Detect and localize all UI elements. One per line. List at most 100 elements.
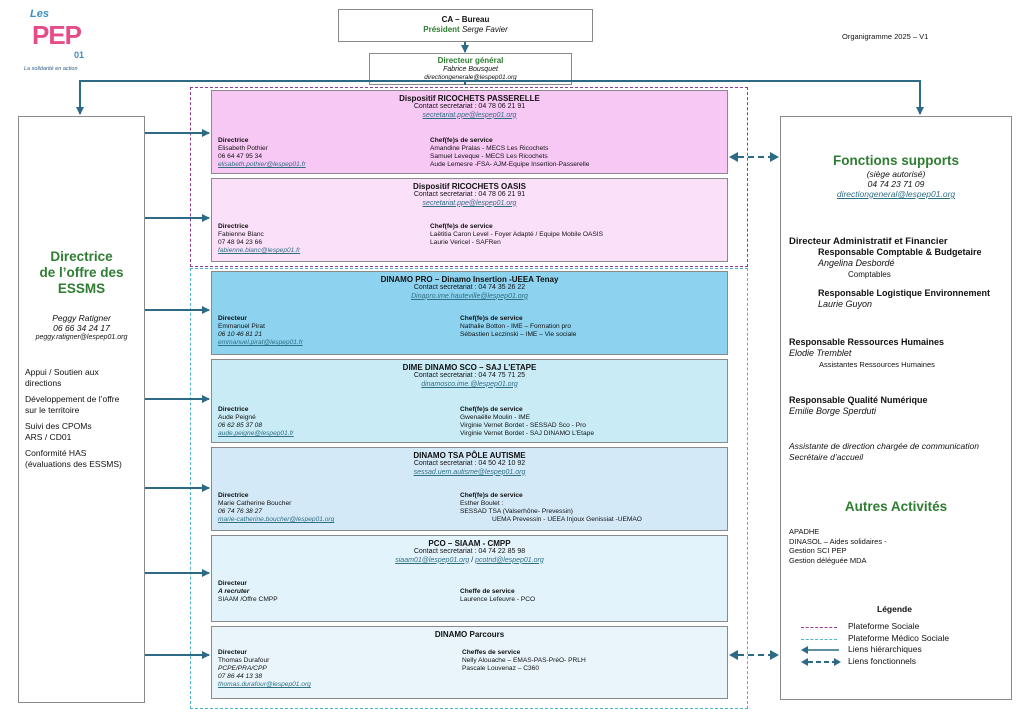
unit-email[interactable]: secretariat.ppe@lespep01.org: [422, 199, 517, 207]
director-label: Directeur: [218, 315, 247, 322]
unit-ricochets-passerelle: Dispositif RICOCHETS PASSERELLE Contact …: [211, 90, 728, 174]
activity-item: DINASOL – Aides solidaires -: [789, 536, 887, 546]
director-label: Directrice: [218, 137, 249, 144]
director-email[interactable]: emmanuel.pirat@lespep01.fr: [218, 339, 303, 346]
unit-dinamo-pro: DINAMO PRO – Dinamo Insertion -UEEA Tena…: [211, 271, 728, 355]
supports-subtitle: (siège autorisé): [866, 169, 926, 179]
unit-title: DINAMO TSA PÔLE AUTISME: [413, 451, 526, 460]
unit-dinamo-tsa: DINAMO TSA PÔLE AUTISME Contact secretar…: [211, 447, 728, 531]
chef-line: UEMA Prevessin - UEEA Injoux Genissiat -…: [492, 516, 642, 523]
rrh-title: Responsable Ressources Humaines: [789, 337, 945, 347]
logo-text-num: 01: [74, 50, 85, 60]
chef-line: Virginie Vernet Bordet - SAJ DINAMO L’Et…: [460, 430, 595, 437]
rrh-sub: Assistantes Ressources Humaines: [819, 360, 935, 369]
unit-contact: Contact secretariat : 04 50 42 10 92: [413, 460, 526, 467]
ca-title: CA – Bureau: [441, 15, 490, 24]
director-email[interactable]: aude.peigne@lespep01.fr: [218, 430, 294, 437]
rcb-title: Responsable Comptable & Budgetaire: [818, 247, 982, 257]
rqn-name: Emilie Borge Sperduti: [789, 406, 877, 416]
legend-label: Plateforme Sociale: [848, 621, 920, 631]
chef-line: Virginie Vernet Bordet - SESSAD Sco - Pr…: [460, 422, 586, 429]
unit-contact: Contact secretariat : 04 74 75 71 25: [413, 372, 526, 379]
arrowhead-functional: [770, 152, 779, 162]
rqn-title: Responsable Qualité Numérique: [789, 395, 928, 405]
essms-director-email: peggy.ratigner@lespep01.org: [35, 334, 128, 341]
legend-item-sociale: Plateforme Sociale: [801, 621, 949, 633]
director-line: Thomas Durafour: [218, 657, 270, 664]
activity-item: Gestion déléguée MDA: [789, 555, 867, 565]
chef-line: Aude Lemesre -FSA- AJM-Equipe Insertion-…: [430, 161, 590, 168]
director-label: Directrice: [218, 223, 249, 230]
unit-email[interactable]: dinamosco.ime.@lespep01.org: [421, 380, 518, 388]
supports-email[interactable]: directiongeneral@lespep01.org: [836, 189, 956, 199]
director-line: Marie Catherine Boucher: [218, 500, 292, 507]
unit-contact: Contact secretariat : 04 78 06 21 91: [413, 103, 526, 110]
essms-title-2: de l’offre des: [39, 265, 124, 280]
chef-line: Pascale Louvenaz – C360: [462, 665, 539, 672]
autres-activites-title: Autres Activités: [844, 499, 948, 514]
logo: Les PEP 01 La solidarité en action: [24, 8, 94, 76]
unit-title: DINAMO Parcours: [434, 630, 505, 639]
chef-label: Cheffes de service: [462, 649, 521, 656]
director-email[interactable]: marie-catherine.boucher@lespep01.org: [218, 516, 335, 523]
dg-name: Fabrice Bousquet: [443, 65, 498, 73]
director-line: Fabienne Blanc: [218, 231, 264, 238]
email-separator: /: [469, 556, 476, 564]
assistant-line: Secrétaire d’accueil: [789, 452, 864, 462]
essms-title-1: Directrice: [50, 249, 113, 264]
chef-label: Chef(fe)s de service: [460, 315, 523, 322]
director-line: SIAAM /Offre CMPP: [218, 596, 278, 603]
supports-title: Fonctions supports: [833, 153, 959, 168]
director-line: 06 74 76 38 27: [218, 508, 262, 515]
chef-line: Laurie Vericel - SAFRen: [430, 239, 501, 246]
dg-box: Directeur général Fabrice Bousquet direc…: [369, 53, 572, 85]
chef-label: Chef(fe)s de service: [460, 406, 523, 413]
chef-line: Laurence Lefeuvre - PCO: [460, 596, 536, 603]
director-line: A recruter: [218, 588, 250, 595]
supports-phone: 04 74 23 71 09: [867, 179, 925, 189]
dg-email: directiongenerale@lespep01.org: [424, 74, 517, 82]
rle-title: Responsable Logistique Environnement: [818, 288, 991, 298]
assistant-line: Assistante de direction chargée de commu…: [789, 441, 979, 451]
director-line: 06 10 46 81 21: [218, 331, 262, 338]
chef-line: Nathalie Botton - IME – Formation pro: [460, 323, 572, 330]
essms-director-box: Directrice de l’offre des ESSMS Peggy Ra…: [18, 116, 145, 703]
ca-box: CA – Bureau Président Serge Favier: [338, 9, 593, 42]
legend-swatch-sociale: [801, 627, 837, 628]
legend-item-medico: Plateforme Médico Sociale: [801, 633, 949, 645]
legend-item-fonctionnel: Liens fonctionnels: [801, 656, 949, 668]
fonctions-supports-box: Fonctions supports (siège autorisé) 04 7…: [780, 116, 1012, 700]
legend-label: Plateforme Médico Sociale: [848, 632, 950, 643]
unit-email[interactable]: siaam01@lespep01.org: [395, 556, 470, 564]
document-label: Organigramme 2025 – V1: [842, 32, 929, 41]
chef-label: Chef(fe)s de service: [460, 492, 523, 499]
legend-item-hierarchique: Liens hiérarchiques: [801, 644, 949, 656]
unit-contact: Contact secretariat : 04 74 22 85 98: [413, 548, 526, 555]
chef-label: Cheffe de service: [460, 588, 515, 595]
legend-label: Liens hiérarchiques: [848, 644, 922, 654]
unit-email[interactable]: secretariat.ppe@lespep01.org: [422, 111, 517, 119]
director-email[interactable]: elisabeth.pothier@lespep01.fr: [218, 161, 306, 168]
chef-line: Esther Boulet :: [460, 500, 504, 507]
legend-swatch-medico: [801, 638, 837, 640]
chef-label: Chef(fe)s de service: [430, 137, 493, 144]
essms-director-name: Peggy Ratigner: [52, 313, 111, 323]
director-line: Elisabeth Pothier: [218, 145, 268, 152]
logo-tagline: La solidarité en action: [24, 66, 78, 72]
director-label: Directrice: [218, 492, 249, 499]
director-label: Directeur: [218, 580, 247, 587]
unit-email-2[interactable]: pcotnd@lespep01.org: [475, 556, 544, 564]
unit-email[interactable]: Dinapro.ime.hauteville@lespep01.org: [411, 292, 528, 300]
unit-email[interactable]: sessad.uem.autisme@lespep01.org: [413, 468, 526, 476]
director-line: 06 64 47 95 34: [218, 153, 262, 160]
unit-title: Dispositif RICOCHETS OASIS: [413, 182, 526, 191]
unit-dime-dinamo-sco: DIME DINAMO SCO – SAJ L’ETAPE Contact se…: [211, 359, 728, 443]
unit-pco-siaam-cmpp: PCO – SIAAM - CMPP Contact secretariat :…: [211, 535, 728, 622]
activity-item: APADHE: [789, 527, 820, 536]
director-line: 07 86 44 13 38: [218, 673, 262, 680]
chef-line: Samuel Leveque - MECS Les Ricochets: [430, 153, 548, 160]
director-email[interactable]: fabienne.blanc@lespep01.fr: [218, 247, 301, 254]
director-email[interactable]: thomas.durafour@lespep01.org: [218, 681, 311, 688]
legend-label: Liens fonctionnels: [848, 655, 917, 666]
